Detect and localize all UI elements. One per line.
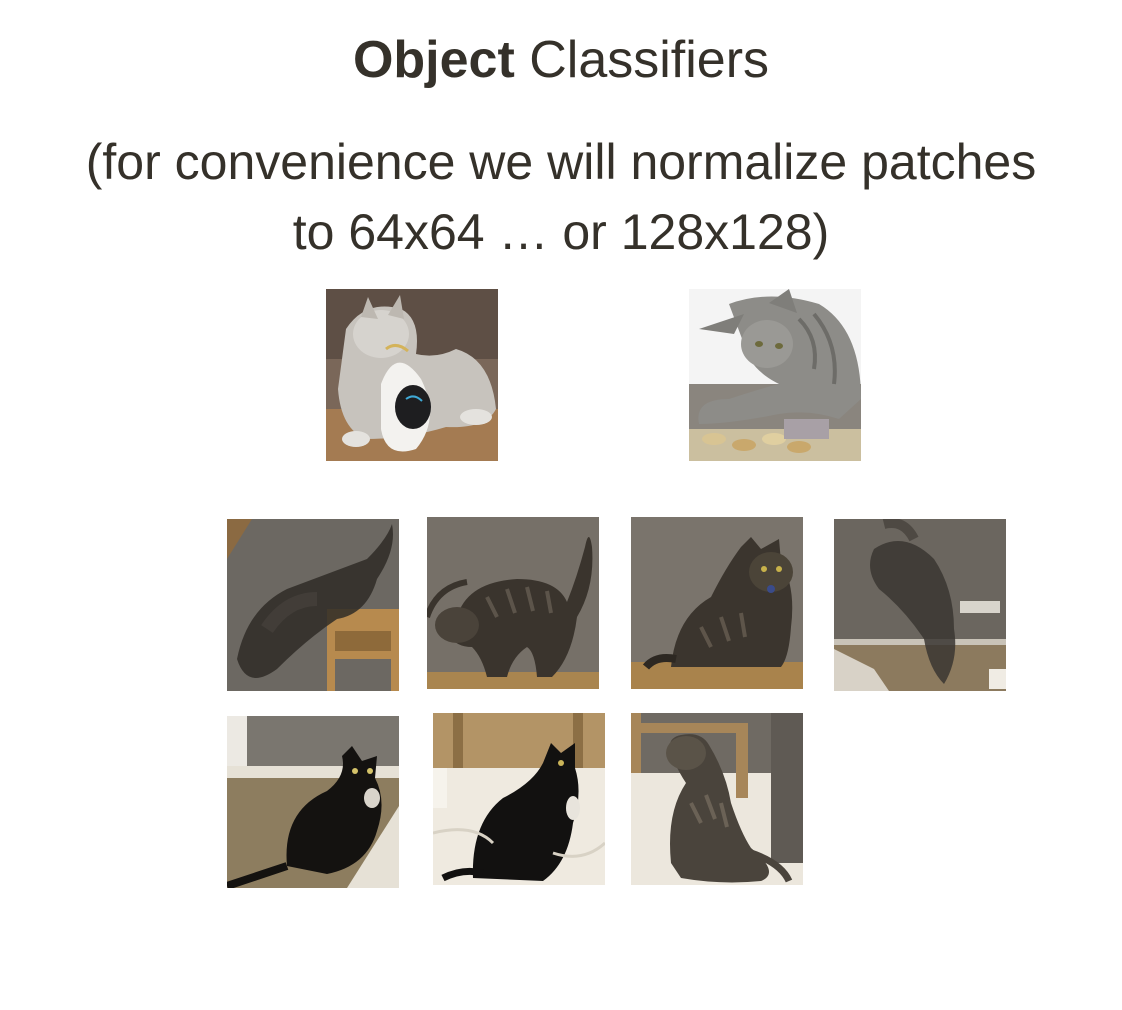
image-patch-blurred-cat-jumping-on-headboard: [227, 519, 399, 691]
black-cat-sitting-on-bed-image: [433, 713, 605, 885]
slide-title: Object Classifiers: [0, 28, 1122, 92]
image-patch-tabby-cat-sitting-on-bed: [631, 713, 803, 885]
slide-subtitle-line-1: (for convenience we will normalize patch…: [85, 134, 1037, 190]
tabby-cat-on-headboard-tail-up-image: [427, 517, 599, 689]
blurred-cat-leaping-down-image: [834, 519, 1006, 691]
image-patch-black-cat-sitting-on-bed: [433, 713, 605, 885]
image-patch-black-cat-on-floor: [227, 716, 399, 888]
image-patch-tabby-cat-sitting-on-headboard: [631, 517, 803, 689]
gray-kitten-with-robot-toy-image: [326, 289, 498, 461]
tabby-cat-sitting-on-headboard-image: [631, 517, 803, 689]
slide-title-rest: Classifiers: [514, 31, 770, 89]
image-patch-gray-tabby-cat-pawing-cookies: [689, 289, 861, 461]
tabby-cat-sitting-on-bed-image: [631, 713, 803, 885]
image-patch-tabby-cat-on-headboard-tail-up: [427, 517, 599, 689]
slide-subtitle-line-2: to 64x64 … or 128x128): [292, 204, 830, 260]
blurred-cat-jumping-on-headboard-image: [227, 519, 399, 691]
image-patch-blurred-cat-leaping-down: [834, 519, 1006, 691]
image-patch-gray-kitten-with-robot-toy: [326, 289, 498, 461]
gray-tabby-cat-pawing-cookies-image: [689, 289, 861, 461]
black-cat-on-floor-image: [227, 716, 399, 888]
slide-title-bold: Object: [352, 31, 515, 89]
